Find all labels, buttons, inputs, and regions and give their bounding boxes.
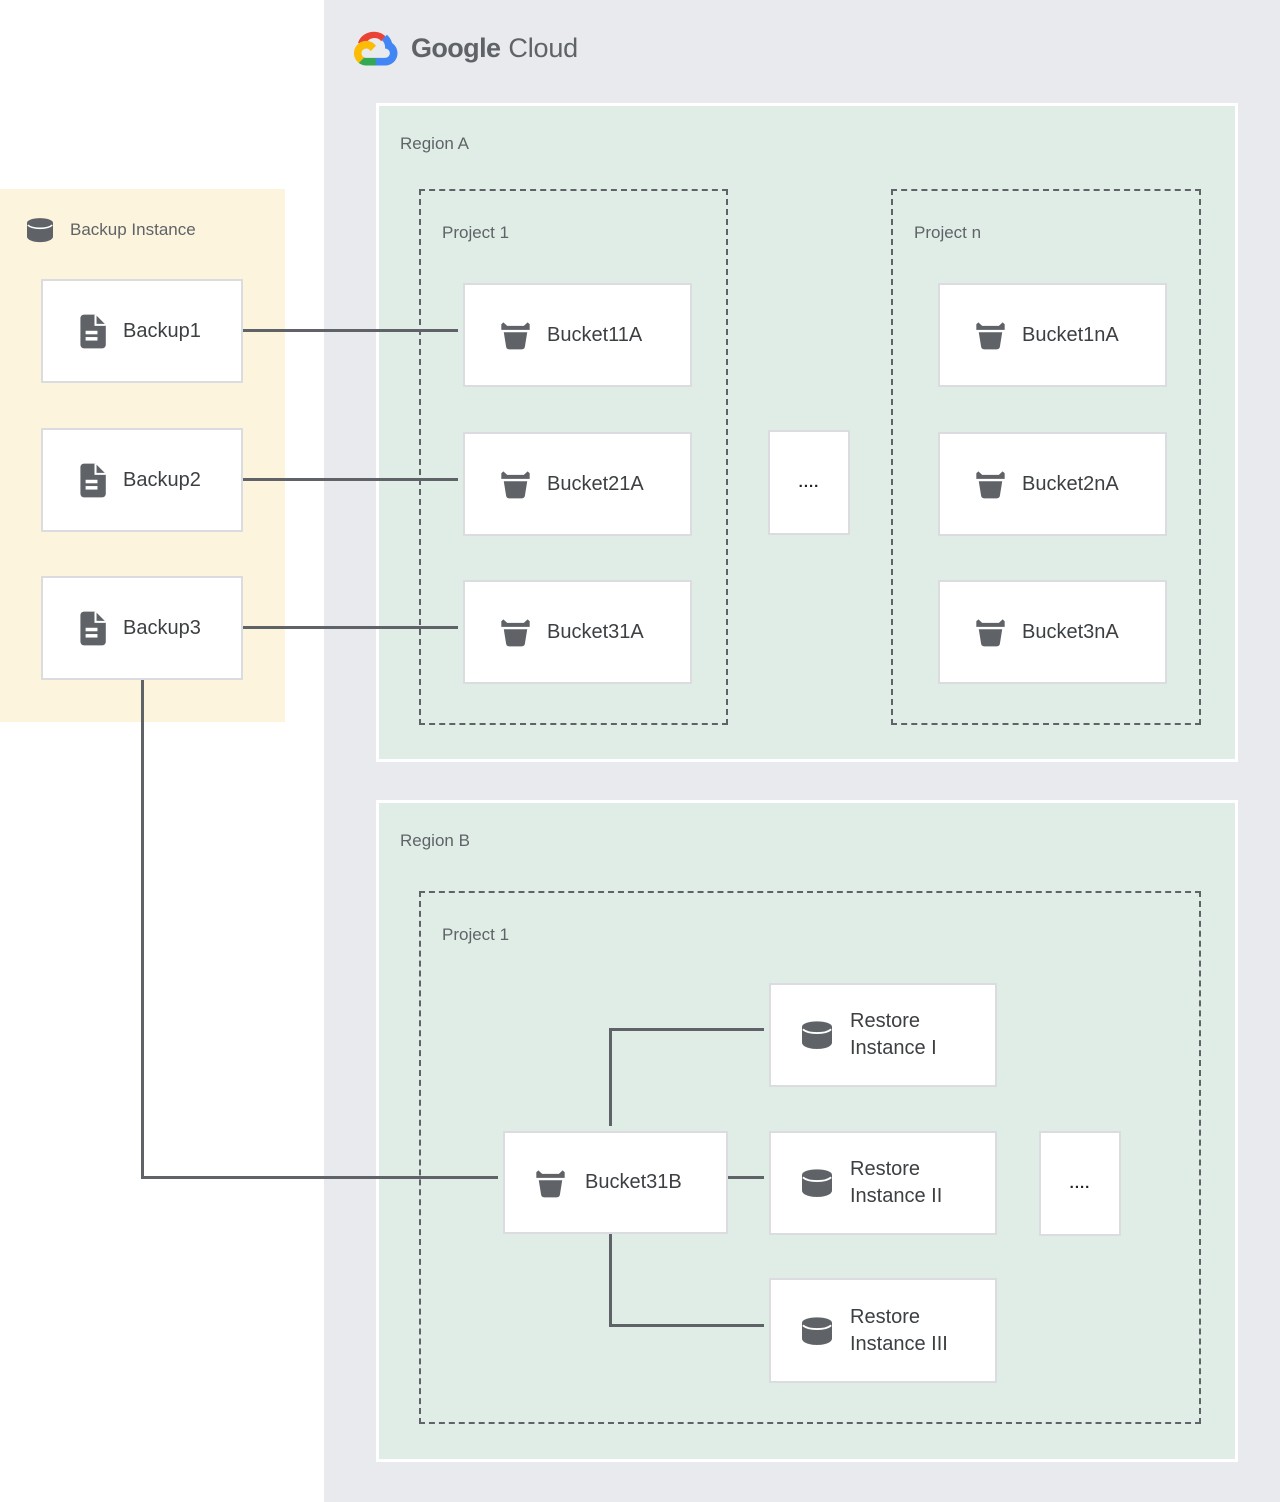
connector-bucket31b-down <box>609 1229 612 1326</box>
bucket-icon <box>974 469 1007 499</box>
restore-instance-3-label: Restore Instance III <box>850 1305 948 1355</box>
connector-backup3-bucket31b <box>141 1176 498 1179</box>
connector-backup2-bucket21a <box>243 478 458 481</box>
project-n-region-a: Project n Bucket1nA Bucket2nA Bucket3nA <box>891 189 1201 725</box>
backup2-label: Backup2 <box>123 468 201 491</box>
region-b-label: Region B <box>400 831 470 850</box>
region-a: Region A Project 1 Bucket11A Bucket21A B… <box>376 103 1238 762</box>
project-1-region-a: Project 1 Bucket11A Bucket21A Bucket31A <box>419 189 728 725</box>
bucket-icon <box>974 617 1007 647</box>
document-icon <box>78 611 107 646</box>
bucket-21a-card: Bucket21A <box>463 432 692 536</box>
backup-instance-panel: Backup Instance Backup1 Backup2 Backup3 <box>0 189 285 722</box>
connector-bucket31b-restore2 <box>723 1176 764 1179</box>
google-cloud-logo: Google Cloud <box>352 28 578 68</box>
restore-instance-1-card: Restore Instance I <box>769 983 997 1087</box>
backup1-card: Backup1 <box>41 279 243 383</box>
projects-ellipsis-box: .... <box>768 430 850 535</box>
project-n-label: Project n <box>914 223 982 242</box>
restore-instance-2-label: Restore Instance II <box>850 1158 943 1207</box>
restore-instance-3-card: Restore Instance III <box>769 1278 997 1383</box>
database-icon <box>799 1168 835 1198</box>
backup1-label: Backup1 <box>123 319 201 342</box>
connector-backup3-bucket31a <box>243 626 458 629</box>
bucket-2na-label: Bucket2nA <box>1022 472 1119 495</box>
bucket-31a-label: Bucket31A <box>547 620 644 643</box>
connector-bucket31b-restore3 <box>609 1324 764 1327</box>
database-icon <box>799 1020 835 1050</box>
backup-instance-title: Backup Instance <box>70 220 196 239</box>
database-icon <box>799 1316 835 1346</box>
bucket-3na-card: Bucket3nA <box>938 580 1167 684</box>
bucket-21a-label: Bucket21A <box>547 472 644 495</box>
bucket-2na-card: Bucket2nA <box>938 432 1167 536</box>
bucket-icon <box>499 469 532 499</box>
project-1a-label: Project 1 <box>442 223 510 242</box>
bucket-1na-card: Bucket1nA <box>938 283 1167 387</box>
logo-cloud-text: Cloud <box>508 32 578 63</box>
bucket-icon <box>534 1168 567 1198</box>
backup3-label: Backup3 <box>123 616 201 639</box>
project-1b-label: Project 1 <box>442 925 510 944</box>
region-b: Region B Project 1 Bucket31B Restore Ins… <box>376 800 1238 1462</box>
region-a-label: Region A <box>400 134 469 153</box>
project-1-region-b: Project 1 Bucket31B Restore Instance I R… <box>419 891 1201 1424</box>
bucket-31a-card: Bucket31A <box>463 580 692 684</box>
restore-instance-2-card: Restore Instance II <box>769 1131 997 1235</box>
database-icon <box>20 217 60 243</box>
bucket-31b-label: Bucket31B <box>585 1171 682 1193</box>
logo-google-text: Google <box>411 32 501 63</box>
backup3-card: Backup3 <box>41 576 243 680</box>
bucket-11a-card: Bucket11A <box>463 283 692 387</box>
restore-ellipsis-box: .... <box>1039 1131 1121 1236</box>
google-cloud-logo-icon <box>352 28 398 68</box>
restore-instance-1-label: Restore Instance I <box>850 1010 937 1059</box>
document-icon <box>78 463 107 498</box>
bucket-3na-label: Bucket3nA <box>1022 620 1119 643</box>
bucket-icon <box>499 320 532 350</box>
connector-bucket31b-restore1 <box>609 1028 764 1031</box>
connector-backup1-bucket11a <box>243 329 458 332</box>
connector-bucket31b-up <box>609 1028 612 1126</box>
google-cloud-wordmark: Google Cloud <box>411 33 578 64</box>
document-icon <box>78 314 107 349</box>
connector-backup3-down <box>141 680 144 1179</box>
backup2-card: Backup2 <box>41 428 243 532</box>
bucket-1na-label: Bucket1nA <box>1022 323 1119 346</box>
bucket-11a-label: Bucket11A <box>547 323 643 346</box>
bucket-icon <box>499 617 532 647</box>
backup-instance-header: Backup Instance <box>20 213 196 247</box>
bucket-icon <box>974 320 1007 350</box>
bucket-31b-card: Bucket31B <box>503 1131 728 1234</box>
